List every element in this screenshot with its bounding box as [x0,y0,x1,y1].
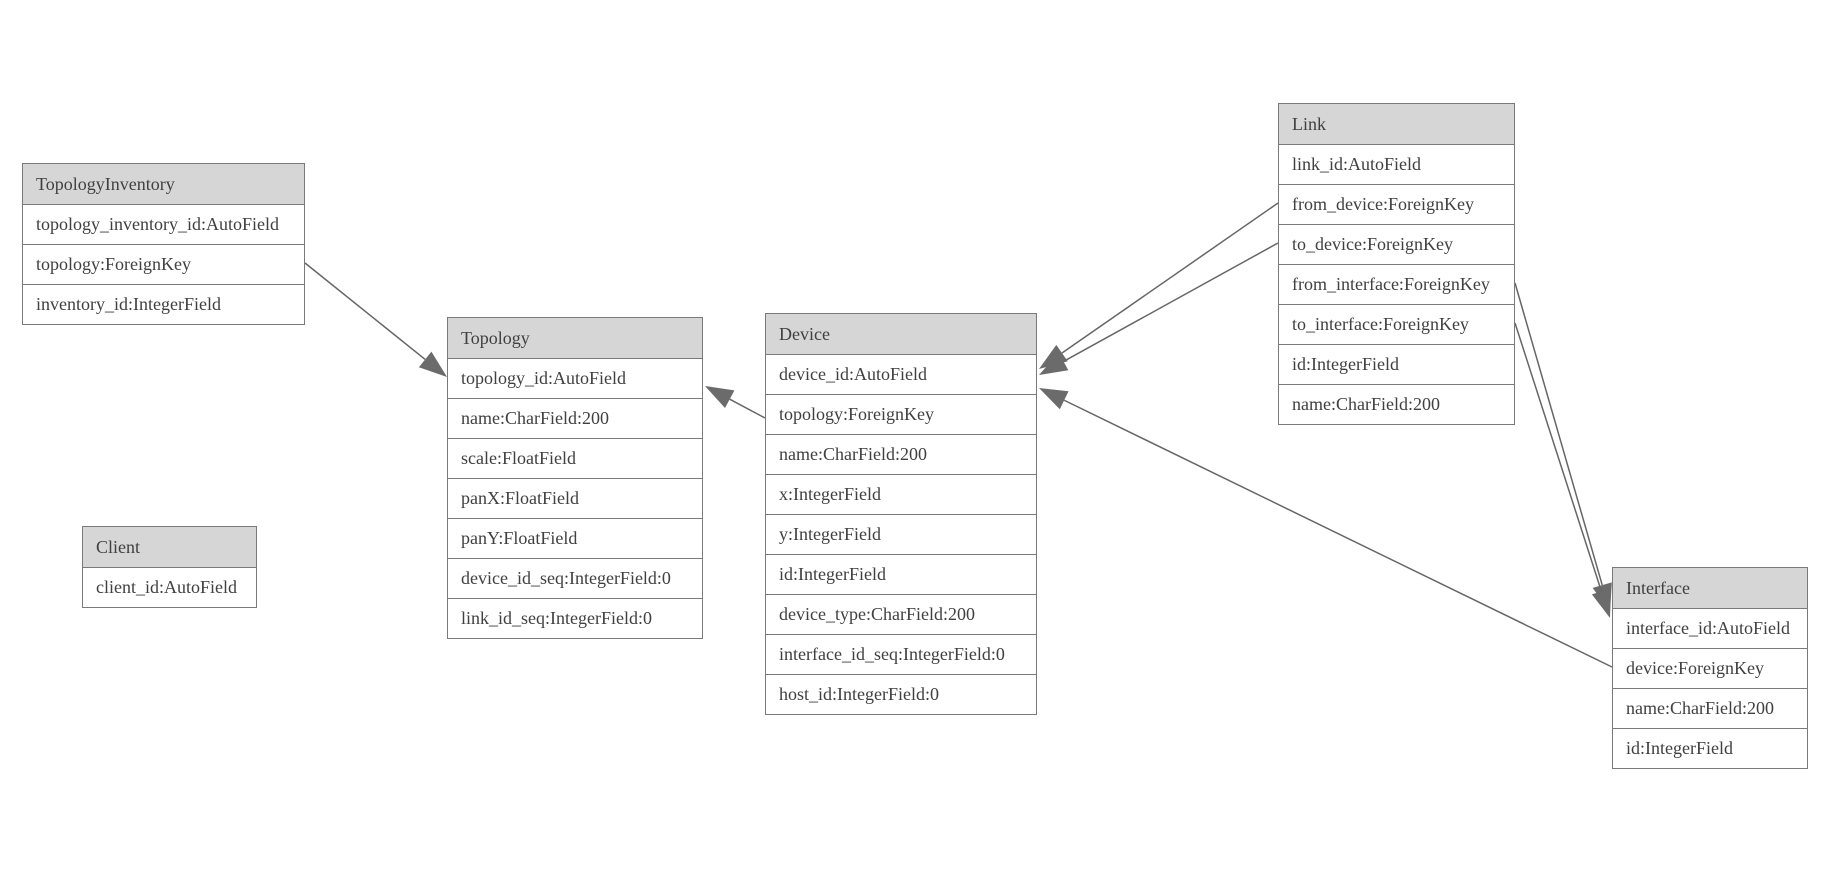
relation-line-interface-device [1063,399,1613,668]
relation-arrowhead-icon [1039,388,1069,410]
entity-field-row: to_interface:ForeignKey [1279,304,1514,344]
entity-field-row: interface_id:AutoField [1613,608,1807,648]
entity-field-row: inventory_id:IntegerField [23,284,304,324]
relation-arrowhead-icon [418,351,447,377]
relation-arrowhead-icon [1591,588,1611,618]
entity-field-row: link_id:AutoField [1279,144,1514,184]
entity-field-row: name:CharField:200 [766,434,1036,474]
entity-field-row: device_id_seq:IntegerField:0 [448,558,702,598]
entity-field-row: name:CharField:200 [1279,384,1514,424]
entity-field-row: panY:FloatField [448,518,702,558]
entity-header: Device [766,314,1036,354]
entity-field-row: topology_id:AutoField [448,358,702,398]
entity-field-row: link_id_seq:IntegerField:0 [448,598,702,638]
entity-field-row: from_device:ForeignKey [1279,184,1514,224]
entity-field-row: id:IntegerField [1279,344,1514,384]
entity-field-row: name:CharField:200 [1613,688,1807,728]
relation-line-link-from_interface [1514,282,1603,586]
entity-field-row: id:IntegerField [1613,728,1807,768]
entity-field-row: device_type:CharField:200 [766,594,1036,634]
entity-field-row: topology:ForeignKey [766,394,1036,434]
relation-line-link-to_device [1063,242,1279,363]
relation-line-link-from_device [1061,202,1279,354]
entity-field-row: topology_inventory_id:AutoField [23,204,304,244]
entity-field-row: scale:FloatField [448,438,702,478]
entity-field-row: topology:ForeignKey [23,244,304,284]
entity-header: Interface [1613,568,1807,608]
relation-line-link-to_interface [1514,322,1603,592]
entity-field-row: from_interface:ForeignKey [1279,264,1514,304]
entity-field-row: device_id:AutoField [766,354,1036,394]
relation-line-device-topology [729,398,766,419]
entity-field-row: x:IntegerField [766,474,1036,514]
entity-field-row: to_device:ForeignKey [1279,224,1514,264]
entity-header: Client [83,527,256,567]
entity-field-row: name:CharField:200 [448,398,702,438]
entity-field-row: device:ForeignKey [1613,648,1807,688]
entity-field-row: y:IntegerField [766,514,1036,554]
relation-arrowhead-icon [705,386,735,408]
entity-field-row: interface_id_seq:IntegerField:0 [766,634,1036,674]
entity-field-row: client_id:AutoField [83,567,256,607]
entity-header: Topology [448,318,702,358]
entity-header: Link [1279,104,1514,144]
entity-header: TopologyInventory [23,164,304,204]
entity-field-row: id:IntegerField [766,554,1036,594]
relation-arrowhead-icon [1039,352,1069,375]
relation-line-topologyinventory-topology [304,262,426,361]
entity-field-row: panX:FloatField [448,478,702,518]
entity-field-row: host_id:IntegerField:0 [766,674,1036,714]
